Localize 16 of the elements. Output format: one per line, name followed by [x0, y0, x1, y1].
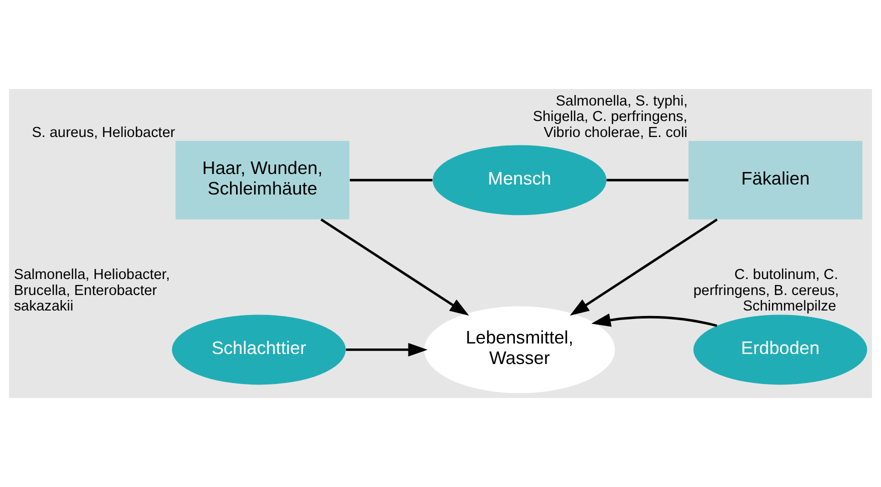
node-label: Salmonella, Heliobacter, Brucella, Enterobacter sakazakii — [14, 267, 170, 315]
node-ellipse: Mensch — [432, 145, 606, 216]
node-ellipse: Erdboden — [693, 314, 868, 385]
arrow — [346, 342, 428, 356]
connector — [350, 178, 432, 182]
arrow — [570, 218, 718, 316]
node-label: S. aureus, Heliobacter — [32, 124, 176, 141]
arrow — [591, 313, 718, 327]
node-box: Haar, Wunden, Schleimhäute — [176, 140, 350, 220]
node-ellipse: Lebensmittel, Wasser — [424, 306, 615, 394]
node-label: Salmonella, S. typhi, Shigella, C. perfringens, Vibrio cholerae, E. coli — [532, 93, 688, 141]
connector — [606, 178, 688, 182]
node-box: Fäkalien — [688, 140, 862, 220]
arrow — [320, 218, 470, 316]
node-label: C. butolinum, C. perfringens, B. cereus, Schimmelpilze — [693, 267, 839, 315]
node-ellipse: Schlachttier — [172, 314, 346, 385]
